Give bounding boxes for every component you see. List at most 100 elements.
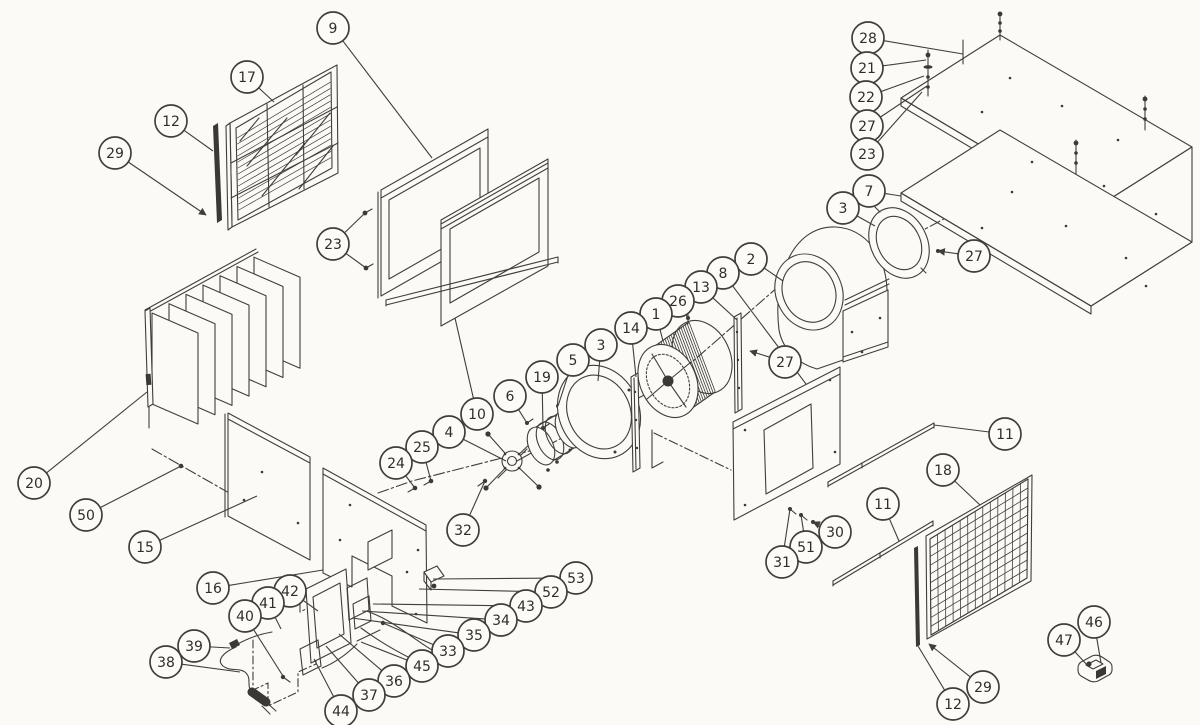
leader-line — [883, 40, 964, 55]
leader-line — [325, 645, 359, 684]
callout-number: 31 — [773, 555, 791, 571]
callout-number: 27 — [776, 355, 794, 371]
leader-line — [937, 248, 959, 256]
power-cord — [219, 631, 277, 715]
control-plate — [305, 568, 352, 664]
callout-balloon-23: 23 — [316, 227, 350, 261]
leader-line — [344, 212, 366, 234]
callout-balloon-23: 23 — [850, 137, 884, 171]
leader-line — [882, 59, 927, 67]
callout-number: 46 — [1085, 615, 1103, 631]
leader-line — [856, 215, 876, 227]
capacitor — [356, 629, 381, 642]
callout-number: 44 — [332, 704, 350, 720]
callout-number: 2 — [747, 252, 756, 268]
filter-frame-rail — [144, 248, 259, 429]
leader-line — [99, 465, 182, 509]
leader-line — [342, 40, 433, 159]
callout-balloon-44: 44 — [324, 694, 358, 725]
leader-line — [313, 658, 335, 698]
callout-balloon-6: 6 — [493, 379, 527, 413]
callout-number: 8 — [719, 266, 728, 282]
callout-number: 19 — [533, 370, 551, 386]
callout-balloon-5: 5 — [556, 343, 590, 377]
leader-line — [159, 495, 258, 541]
leader-line — [418, 588, 536, 593]
leader-line — [557, 375, 569, 407]
callout-balloon-16: 16 — [196, 571, 230, 605]
callout-balloon-47: 47 — [1047, 623, 1081, 657]
callout-balloon-10: 10 — [460, 397, 494, 431]
callout-balloon-53: 53 — [559, 561, 593, 595]
leader-line — [812, 521, 821, 529]
callout-number: 1 — [652, 307, 661, 323]
wheel-spokes — [646, 353, 692, 408]
leader-line — [302, 599, 319, 612]
callout-number: 36 — [385, 674, 403, 690]
callout-number: 11 — [874, 497, 892, 513]
sensor-bracket — [423, 565, 445, 591]
callout-number: 3 — [597, 338, 606, 354]
grille-glare-marks — [239, 112, 334, 197]
callout-balloon-39: 39 — [177, 629, 211, 663]
leader-line — [432, 577, 561, 580]
callout-number: 12 — [944, 697, 962, 713]
callout-balloon-18: 18 — [926, 453, 960, 487]
callout-number: 14 — [622, 321, 640, 337]
callout-balloon-21: 21 — [850, 51, 884, 85]
callout-balloon-40: 40 — [228, 599, 262, 633]
leader-line — [183, 129, 214, 152]
callout-balloon-31: 31 — [765, 545, 799, 579]
callout-number: 22 — [857, 90, 875, 106]
callout-number: 43 — [517, 599, 535, 615]
callout-balloon-50: 50 — [69, 498, 103, 532]
leader-line — [541, 392, 544, 429]
leader-line — [749, 349, 770, 358]
callout-number: 28 — [859, 31, 877, 47]
callout-balloon-7: 7 — [852, 174, 886, 208]
leader-line — [181, 663, 241, 673]
leader-line — [1096, 637, 1102, 664]
mounting-frame-inner — [385, 158, 559, 327]
callout-balloon-30: 30 — [818, 515, 852, 549]
leader-line — [46, 391, 148, 474]
callout-number: 27 — [858, 119, 876, 135]
callout-number: 24 — [387, 456, 405, 472]
callout-balloon-12: 12 — [936, 687, 970, 721]
callout-balloon-51: 51 — [789, 530, 823, 564]
blower-wheel — [637, 311, 733, 418]
callout-number: 53 — [567, 571, 585, 587]
callout-balloon-43: 43 — [509, 589, 543, 623]
front-grille — [213, 64, 339, 231]
callout-number: 11 — [996, 427, 1014, 443]
leader-line — [1074, 651, 1089, 667]
callout-number: 3 — [839, 201, 848, 217]
callout-balloon-9: 9 — [316, 11, 350, 45]
callout-balloon-34: 34 — [484, 603, 518, 637]
callout-balloon-11: 11 — [988, 417, 1022, 451]
callout-balloon-22: 22 — [849, 80, 883, 114]
callout-balloon-3: 3 — [584, 328, 618, 362]
callout-number: 18 — [934, 463, 952, 479]
leader-line — [659, 329, 664, 342]
callout-balloon-4: 4 — [432, 415, 466, 449]
callout-balloon-38: 38 — [149, 645, 183, 679]
callout-balloon-32: 32 — [446, 513, 480, 547]
callout-number: 4 — [445, 425, 454, 441]
leader-line — [425, 462, 432, 482]
cabinet-rivets — [980, 76, 1158, 288]
side-panel-15 — [224, 412, 311, 561]
leader-line — [763, 267, 784, 282]
callout-number: 12 — [162, 114, 180, 130]
leader-line — [928, 643, 971, 678]
leader-line — [274, 617, 282, 630]
leader-line — [127, 161, 207, 216]
callout-number: 52 — [542, 585, 560, 601]
callout-number: 30 — [826, 525, 844, 541]
callout-balloon-37: 37 — [352, 678, 386, 712]
leader-line — [463, 438, 507, 462]
callout-balloon-33: 33 — [431, 634, 465, 668]
leader-line — [345, 252, 367, 269]
